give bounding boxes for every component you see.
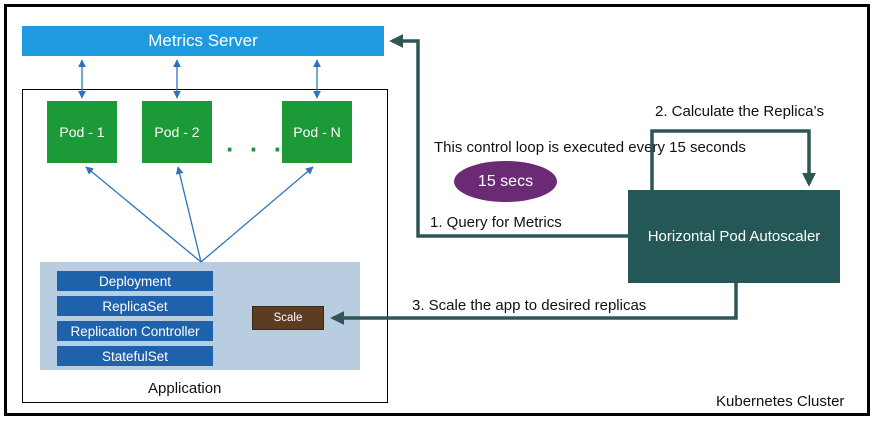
step-scale-label: 3. Scale the app to desired replicas: [412, 297, 647, 314]
app-pod1-arrow: [85, 166, 202, 263]
scale-app-arrow: [330, 283, 738, 325]
application-frame: [22, 89, 388, 403]
step-calculate-label: 2. Calculate the Replica’s: [655, 103, 824, 120]
query-metrics-arrow: [389, 34, 628, 238]
horizontal-pod-autoscaler: Horizontal Pod Autoscaler: [628, 190, 840, 283]
kubernetes-cluster-label: Kubernetes Cluster: [716, 393, 845, 410]
metrics-server: Metrics Server: [22, 26, 384, 56]
scale-box: Scale: [252, 306, 324, 330]
pod-2: Pod - 2: [142, 101, 212, 163]
controller-deployment: Deployment: [57, 271, 213, 291]
pod-1: Pod - 1: [47, 101, 117, 163]
controller-replicaset: ReplicaSet: [57, 296, 213, 316]
app-pod2-arrow: [175, 166, 202, 263]
app-podn-arrow: [200, 166, 314, 263]
interval-badge: 15 secs: [454, 161, 557, 202]
kubernetes-cluster-frame: [4, 4, 870, 416]
pods-ellipsis: · · ·: [226, 134, 287, 164]
pod-n: Pod - N: [282, 101, 352, 163]
calculate-replicas-arrow: [650, 129, 816, 190]
controller-replication-controller: Replication Controller: [57, 321, 213, 341]
controller-statefulset: StatefulSet: [57, 346, 213, 366]
application-label: Application: [148, 380, 222, 397]
control-loop-text: This control loop is executed every 15 s…: [434, 139, 746, 156]
step-query-label: 1. Query for Metrics: [430, 214, 562, 231]
